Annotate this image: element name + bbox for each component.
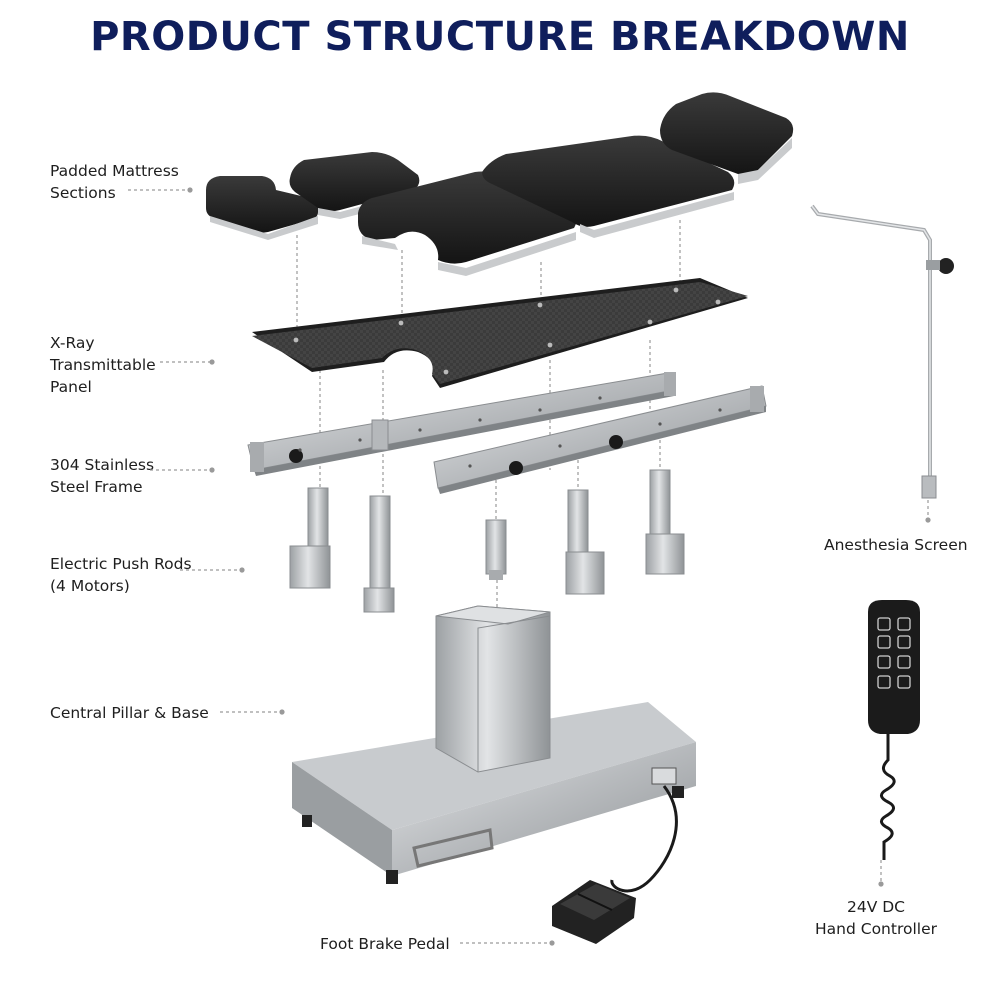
central-pillar-and-base <box>292 605 696 884</box>
stainless-steel-frame <box>247 372 767 494</box>
label-anesthesia-screen: Anesthesia Screen <box>824 536 968 554</box>
label-padded-mattress-sections: Padded Mattress Sections <box>50 162 179 202</box>
label-electric-push-rods: Electric Push Rods (4 Motors) <box>50 555 192 595</box>
mattress-sections <box>206 92 794 276</box>
foot-brake-pedal <box>552 785 678 944</box>
label-central-pillar-base: Central Pillar & Base <box>50 704 209 722</box>
anesthesia-screen <box>810 204 954 499</box>
electric-push-rods <box>289 469 685 613</box>
hand-controller <box>868 600 920 860</box>
x-ray-panel <box>252 278 748 388</box>
label-x-ray-panel: X-Ray Transmittable Panel <box>50 334 156 396</box>
label-stainless-steel-frame: 304 Stainless Steel Frame <box>50 456 155 496</box>
page-title: PRODUCT STRUCTURE BREAKDOWN <box>90 14 910 60</box>
label-hand-controller: 24V DC Hand Controller <box>815 898 937 938</box>
hand-controller-buttons-icon <box>877 617 911 689</box>
label-foot-brake-pedal: Foot Brake Pedal <box>320 935 450 953</box>
